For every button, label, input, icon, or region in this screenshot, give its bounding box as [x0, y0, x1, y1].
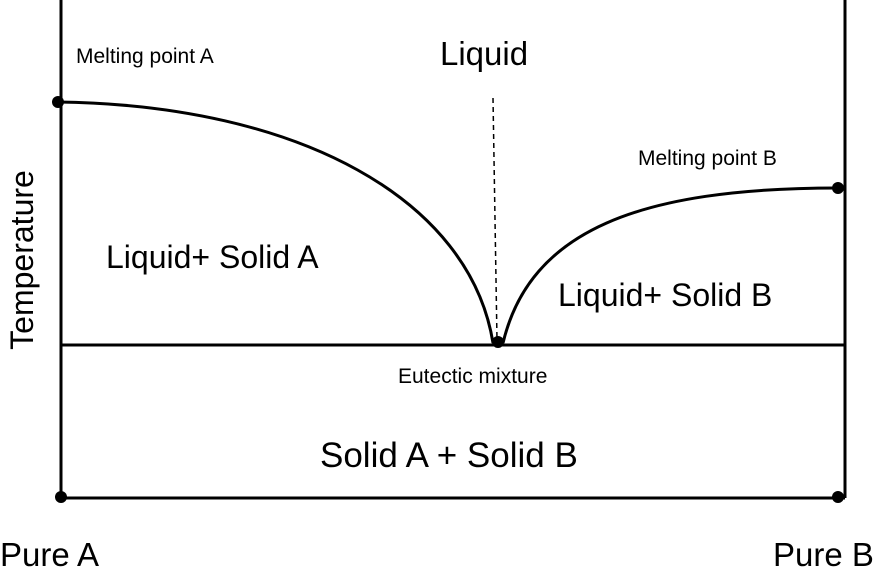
melting-point-b-label: Melting point B	[638, 147, 777, 170]
pure-b-corner-marker	[832, 491, 844, 503]
liquidus-curve-a	[57, 100, 495, 344]
eutectic-mixture-label: Eutectic mixture	[398, 365, 548, 388]
melting-point-b-marker	[832, 182, 844, 194]
melting-point-a-label: Melting point A	[76, 45, 214, 68]
pure-b-label: Pure B	[773, 536, 874, 573]
pure-a-corner-marker	[55, 491, 67, 503]
liquid-region-label: Liquid	[440, 35, 529, 72]
temperature-axis-label: Temperature	[4, 170, 40, 350]
eutectic-point-marker	[492, 336, 504, 348]
solid-a-solid-b-region-label: Solid A + Solid B	[320, 436, 578, 475]
liquid-solid-b-region-label: Liquid+ Solid B	[558, 277, 773, 313]
liquid-solid-a-region-label: Liquid+ Solid A	[106, 239, 319, 275]
melting-point-a-marker	[52, 96, 64, 108]
eutectic-composition-dashed-line	[492, 97, 498, 341]
liquidus-curve-b	[501, 186, 839, 344]
pure-a-label: Pure A	[0, 536, 100, 573]
